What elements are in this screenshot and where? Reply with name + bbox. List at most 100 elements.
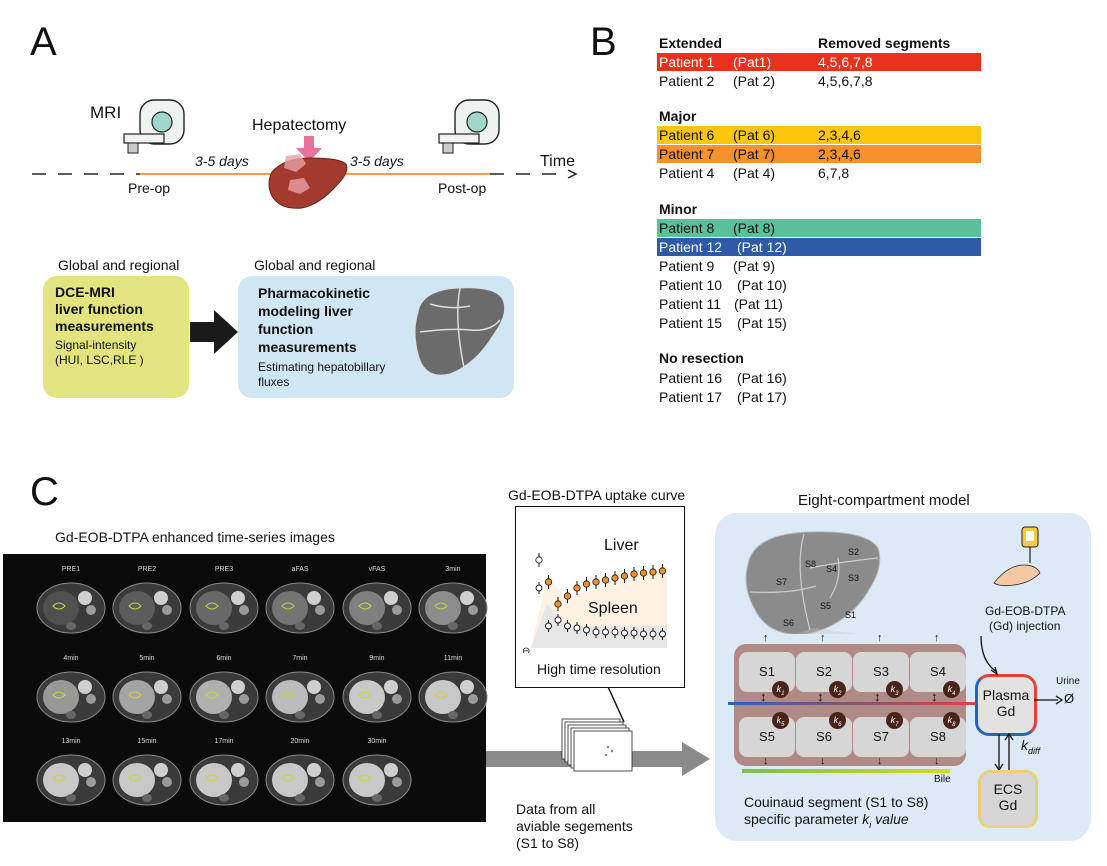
- data-from-line-2: aviable segements: [516, 818, 633, 834]
- plasma-line: [728, 702, 978, 705]
- patient-name: Patient 16: [659, 370, 723, 386]
- patient-row: Patient 6 (Pat 6) 2,3,4,6: [657, 126, 981, 144]
- patient-code: (Pat 16): [737, 370, 787, 386]
- patient-code: (Pat 15): [737, 315, 787, 331]
- patient-code: (Pat 12): [737, 239, 787, 255]
- flow-arrow-up: ↑: [934, 632, 940, 644]
- pk-modeling-box: Pharmacokinetic modeling liver function …: [238, 276, 514, 398]
- patient-name: Patient 2: [659, 73, 715, 89]
- liver-point: [573, 584, 581, 592]
- k-rate-badge: k2: [829, 681, 846, 698]
- patient-name: Patient 4: [659, 165, 715, 181]
- interval-left-label: 3-5 days: [195, 153, 249, 169]
- data-from-line-3: (S1 to S8): [516, 835, 580, 851]
- spleen-point: [611, 628, 619, 636]
- right-box-caption: Global and regional: [254, 257, 376, 273]
- plasma-line-1: Plasma: [982, 687, 1030, 703]
- segmented-liver-icon: [745, 531, 881, 634]
- pk-sub-1: Estimating hepatobillary: [258, 360, 386, 374]
- mri-slice-image: [36, 754, 106, 806]
- dce-title-1: DCE-MRI: [55, 284, 115, 300]
- timeseries-title: Gd-EOB-DTPA enhanced time-series images: [55, 529, 335, 545]
- patient-row: Patient 16 (Pat 16): [657, 369, 981, 387]
- liver-seg-s7: S7: [776, 577, 788, 587]
- spleen-point: [592, 628, 600, 636]
- panel-a-letter: A: [30, 20, 57, 64]
- bile-bar: [742, 769, 950, 773]
- patient-name: Patient 11: [659, 296, 722, 312]
- patient-name: Patient 7: [659, 146, 715, 162]
- removed-segments: 4,5,6,7,8: [818, 73, 873, 89]
- couinaud-prefix: specific parameter: [744, 811, 863, 827]
- pk-sub-2: fluxes: [258, 375, 290, 389]
- flow-arrow-up: ↑: [763, 632, 769, 644]
- liver-seg-s3: S3: [848, 573, 860, 583]
- patient-row: Patient 12 (Pat 12): [657, 238, 981, 256]
- urine-arrow-icon: [1034, 695, 1064, 705]
- major-heading: Major: [659, 108, 697, 124]
- urine-label: Urine: [1056, 676, 1080, 687]
- uptake-title: Gd-EOB-DTPA uptake curve: [508, 487, 686, 503]
- pk-title-3: function: [258, 321, 314, 337]
- time-label: Time: [540, 153, 575, 170]
- patient-code: (Pat 10): [737, 277, 787, 293]
- preop-label: Pre-op: [128, 180, 171, 196]
- hepatectomy-label: Hepatectomy: [252, 117, 347, 134]
- removed-segments: 2,3,4,6: [818, 146, 861, 162]
- timepoint-label: vFAS: [368, 566, 386, 573]
- injection-icon: [993, 526, 1041, 587]
- timepoint-label: 3min: [445, 566, 461, 573]
- panel-b-letter: B: [590, 20, 617, 64]
- timepoint-label: aFAS: [291, 566, 309, 573]
- mri-slice-image: [189, 671, 259, 723]
- ecs-line-2: Gd: [998, 797, 1018, 813]
- mri-slice-image: [342, 671, 412, 723]
- patient-name: Patient 17: [659, 389, 723, 405]
- patient-code: (Pat 8): [733, 220, 776, 236]
- patient-name: Patient 8: [659, 220, 715, 236]
- patient-code: (Pat1): [733, 54, 772, 70]
- patient-row: Patient 7 (Pat 7) 2,3,4,6: [657, 145, 981, 163]
- spleen-point: [630, 629, 638, 637]
- liver-point: [554, 600, 562, 608]
- liver-point: [611, 574, 619, 582]
- exchange-arrows-icon: [994, 732, 1014, 772]
- panel-c-letter: C: [30, 470, 59, 514]
- patient-row: Patient 9 (Pat 9): [657, 257, 981, 275]
- liver-point: [563, 592, 572, 600]
- patient-name: Patient 10: [659, 277, 723, 293]
- k-rate-badge: k3: [886, 681, 903, 698]
- pk-title-2: modeling liver: [258, 303, 353, 319]
- mri-slice-image: [265, 671, 335, 723]
- patient-name: Patient 6: [659, 127, 715, 143]
- flow-arrow-updown: ↕: [931, 689, 938, 704]
- data-stack-icon: [561, 718, 633, 772]
- minor-heading: Minor: [659, 201, 698, 217]
- mri-slice-image: [418, 671, 488, 723]
- pk-title-1: Pharmacokinetic: [258, 285, 371, 301]
- spleen-point: [659, 630, 666, 638]
- liver-point: [658, 567, 667, 575]
- left-box-caption: Global and regional: [58, 257, 180, 273]
- k-rate-badge: k6: [829, 712, 846, 729]
- interval-right-label: 3-5 days: [350, 153, 404, 169]
- ecs-line-1: ECS: [993, 781, 1023, 797]
- liver-seg-s4: S4: [826, 564, 838, 574]
- pk-title-4: measurements: [258, 339, 357, 355]
- mri-slice-image: [112, 754, 182, 806]
- kdiff-k: k: [1021, 737, 1028, 753]
- spleen-point: [621, 629, 628, 637]
- flow-arrow-up: ↑: [820, 632, 826, 644]
- liver-seg-s5: S5: [820, 601, 832, 611]
- mri-slice-image: [418, 582, 488, 634]
- extended-heading: Extended: [659, 35, 723, 51]
- segment-compartment: S2: [796, 652, 852, 692]
- patient-code: (Pat 7): [733, 146, 776, 162]
- timepoint-label: 9min: [369, 655, 385, 662]
- k-rate-badge: k8: [943, 712, 960, 729]
- liver-curve-label: Liver: [604, 537, 639, 554]
- patient-code: (Pat 4): [733, 165, 776, 181]
- spleen-point: [554, 616, 562, 624]
- patient-row: Patient 17 (Pat 17): [657, 388, 981, 406]
- flow-arrow-updown: ↕: [760, 689, 767, 704]
